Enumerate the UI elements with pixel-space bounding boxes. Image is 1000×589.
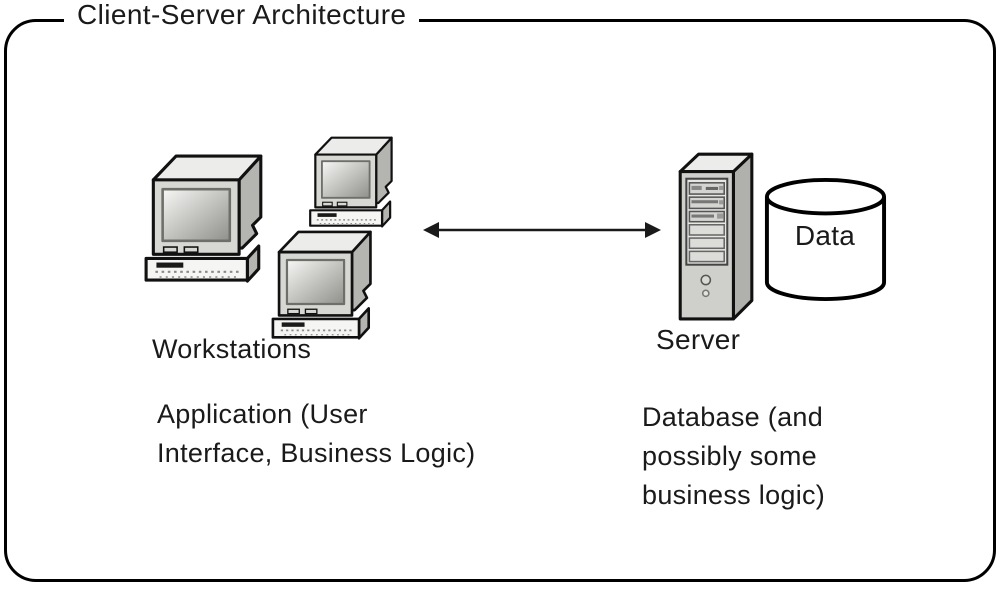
- server-description: Database (and possibly some business log…: [642, 402, 826, 510]
- server-label: Server: [656, 324, 741, 355]
- server-tower-icon: [678, 152, 754, 321]
- client-description: Application (User Interface, Business Lo…: [157, 399, 476, 468]
- database-cylinder-icon: [764, 177, 887, 302]
- workstation-icon-small: [309, 136, 393, 228]
- data-store-label: Data: [794, 220, 856, 251]
- diagram-title: Client-Server Architecture: [64, 0, 420, 30]
- bidirectional-arrow-icon: [423, 222, 661, 238]
- diagram-border-frame: [4, 19, 996, 582]
- workstation-icon-large: [144, 154, 263, 283]
- workstations-label: Workstations: [152, 334, 312, 364]
- workstation-icon-medium: [271, 230, 372, 340]
